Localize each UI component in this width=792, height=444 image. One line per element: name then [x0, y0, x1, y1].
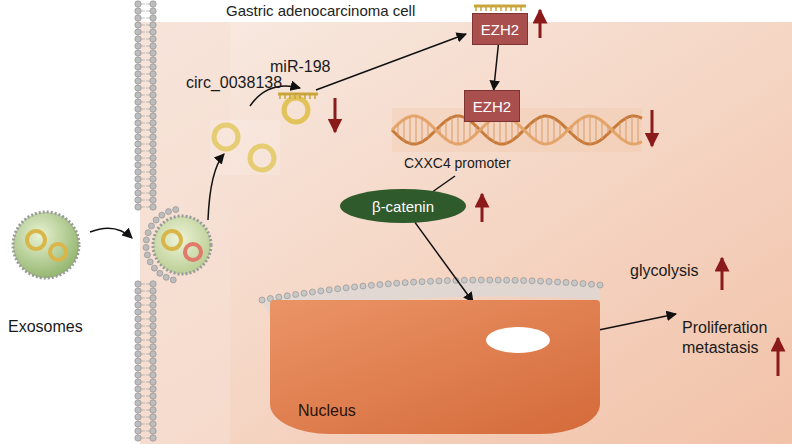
protein-box: EZH2: [464, 90, 520, 122]
region-heading: Gastric adenocarcinoma cell: [226, 2, 415, 19]
annotation-label: Proliferation metastasis: [682, 318, 786, 358]
annotation-label: glycolysis: [630, 262, 698, 280]
nucleolus: [486, 327, 550, 353]
nucleus-region: Nucleus: [270, 300, 600, 434]
node-label: EZH2: [481, 21, 519, 38]
arrow-connector: [415, 223, 473, 302]
region-label: Nucleus: [298, 402, 356, 420]
annotation-label: CXXC4 promoter: [404, 155, 511, 171]
node-label: β-catenin: [372, 198, 434, 215]
node-label: EZH2: [473, 98, 511, 115]
annotation-label: circ_0038138: [186, 74, 282, 92]
cell-region: Gastric adenocarcinoma cellEZH2EZH2β-cat…: [140, 0, 792, 444]
protein-box: EZH2: [472, 13, 528, 45]
annotation-label: miR-198: [270, 58, 330, 76]
protein-ellipse: β-catenin: [340, 189, 466, 223]
arrow-connector: [494, 45, 499, 90]
annotation-label: Exosomes: [8, 318, 83, 336]
